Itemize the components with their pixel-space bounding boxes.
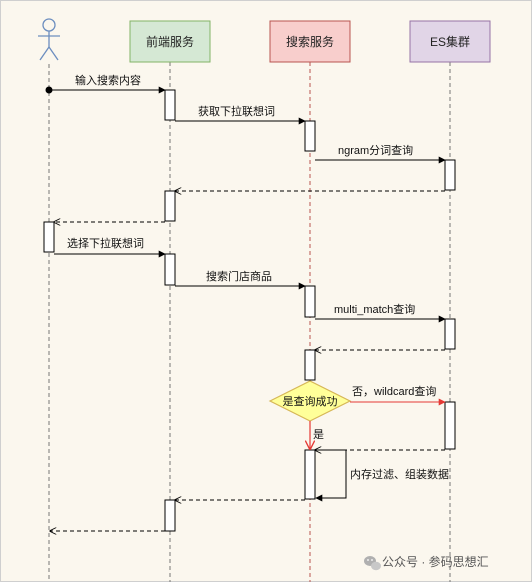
frontend-service-header: 前端服务 (129, 20, 211, 63)
self-message-arrow (315, 449, 347, 502)
decision-label: 是查询成功 (283, 394, 338, 408)
message-label-3: ngram分词查询 (338, 143, 413, 157)
search-activation-4 (304, 449, 316, 500)
search-service-header: 搜索服务 (269, 20, 351, 63)
svg-text:ES集群: ES集群 (430, 34, 470, 49)
es-activation-1 (444, 159, 456, 191)
watermark: 公众号 · 参码思想汇 (364, 554, 489, 571)
svg-text:前端服务: 前端服务 (146, 34, 194, 49)
svg-text:公众号 · 参码思想汇: 公众号 · 参码思想汇 (382, 554, 489, 569)
message-label-5: 搜索门店商品 (206, 269, 272, 283)
message-label-9: 内存过滤、组装数据 (350, 467, 449, 481)
es-activation-2 (444, 318, 456, 350)
user-activation-1 (43, 221, 55, 253)
es-cluster-header: ES集群 (409, 20, 491, 63)
user-actor-icon (38, 18, 60, 61)
message-label-1: 输入搜索内容 (75, 73, 141, 87)
es-activation-3 (444, 401, 456, 450)
message-label-2: 获取下拉联想词 (198, 104, 275, 118)
svg-text:搜索服务: 搜索服务 (286, 34, 334, 49)
frontend-activation-1 (164, 89, 176, 121)
wechat-icon (364, 556, 381, 571)
search-activation-3 (304, 349, 316, 381)
search-activation-1 (304, 120, 316, 152)
message-label-4: 选择下拉联想词 (67, 236, 144, 250)
message-label-7: 否，wildcard查询 (352, 384, 436, 398)
decision-diamond: 是查询成功 (268, 380, 352, 422)
frontend-activation-4 (164, 499, 176, 532)
activation-bars (43, 89, 456, 532)
frontend-activation-3 (164, 253, 176, 286)
message-label-8: 是 (313, 428, 324, 441)
frontend-activation-2 (164, 190, 176, 222)
message-label-6: multi_match查询 (334, 302, 415, 316)
search-activation-2 (304, 285, 316, 318)
